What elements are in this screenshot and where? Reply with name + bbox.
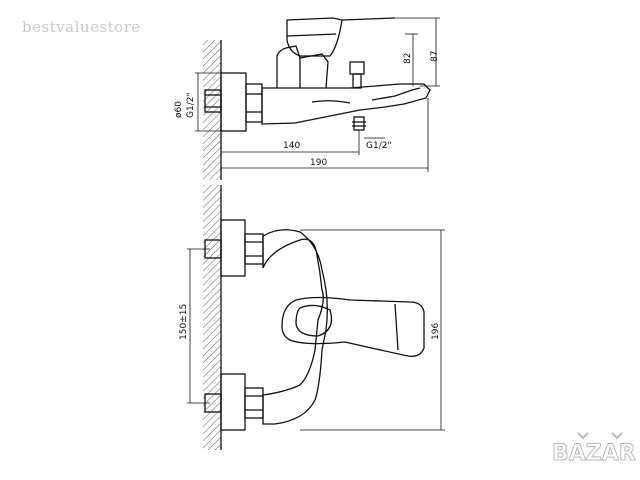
dim-outlet-thread: G1/2" bbox=[366, 141, 392, 151]
dim-87: 87 bbox=[430, 51, 440, 62]
diverter-top bbox=[349, 61, 365, 75]
side-view: 87 82 ø60 G1/2" G1/2" 140 190 bbox=[174, 17, 440, 180]
escutcheon-top bbox=[220, 72, 247, 132]
wall-hatch-top bbox=[203, 40, 221, 180]
front-view: 150±15 196 bbox=[179, 185, 445, 450]
dim-inlet-diameter: ø60 bbox=[174, 101, 184, 118]
lever-handle-front bbox=[281, 296, 425, 357]
bazar-logo-text: BAZAR bbox=[552, 441, 636, 466]
mixer-body-front bbox=[262, 229, 328, 425]
upper-nut bbox=[244, 233, 264, 265]
lower-nut bbox=[244, 387, 264, 419]
bazar-logo: BAZAR bbox=[552, 432, 636, 467]
dim-196: 196 bbox=[431, 323, 441, 340]
dim-140: 140 bbox=[283, 141, 300, 151]
bazar-logo-accent-1 bbox=[577, 432, 589, 440]
outlet-thread-top bbox=[353, 116, 365, 131]
wall-hatch-front bbox=[203, 185, 221, 450]
upper-escutcheon bbox=[220, 219, 246, 277]
dim-190: 190 bbox=[310, 158, 327, 168]
lower-escutcheon bbox=[220, 373, 246, 431]
bazar-logo-accent-2 bbox=[611, 432, 623, 440]
nut-top bbox=[245, 83, 263, 123]
dim-150-15: 150±15 bbox=[179, 304, 189, 340]
handle-top bbox=[276, 45, 329, 89]
body-spout-top bbox=[261, 83, 431, 125]
watermark-text: bestvaluestore bbox=[22, 18, 141, 36]
dim-inlet-thread: G1/2" bbox=[186, 92, 196, 118]
dim-82: 82 bbox=[403, 53, 413, 64]
